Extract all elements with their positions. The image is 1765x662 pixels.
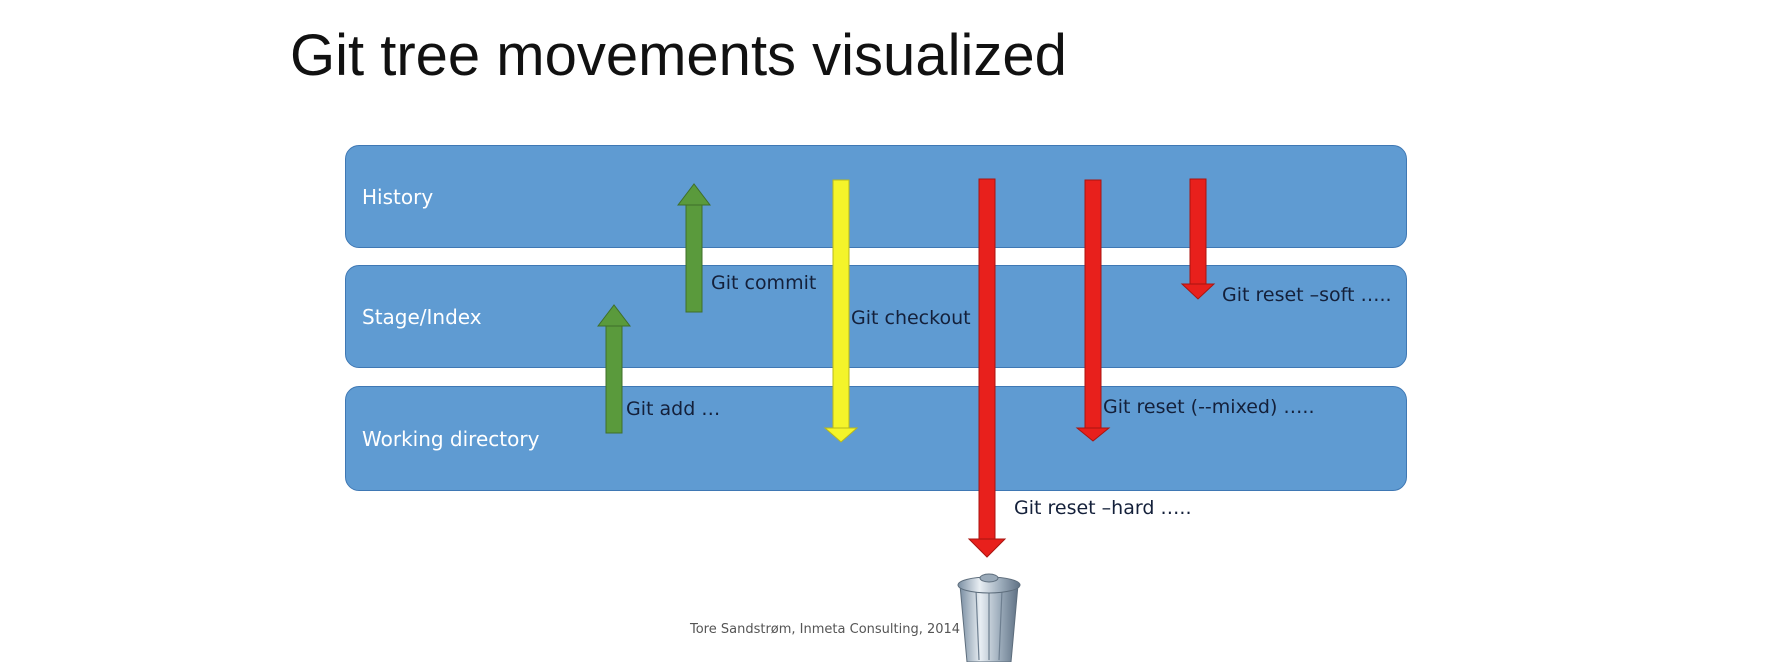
stage-index-label: Stage/Index [362, 304, 482, 329]
git-checkout-arrow [823, 179, 859, 443]
history-band: History [345, 145, 1407, 248]
stage-index-band: Stage/Index [345, 265, 1407, 368]
git-reset-hard-arrow [967, 178, 1007, 558]
trash-can-icon [957, 573, 1021, 662]
credit-line: Tore Sandstrøm, Inmeta Consulting, 2014 [690, 622, 961, 637]
git-add-label: Git add … [626, 398, 721, 420]
git-reset-soft-label: Git reset –soft ….. [1222, 284, 1392, 306]
git-reset-soft-arrow [1180, 178, 1216, 300]
git-reset-mixed-label: Git reset (--mixed) ….. [1103, 396, 1315, 418]
page-title: Git tree movements visualized [290, 23, 1067, 88]
working-directory-band: Working directory [345, 386, 1407, 491]
git-add-arrow [596, 304, 632, 434]
working-directory-label: Working directory [362, 426, 540, 451]
git-commit-label: Git commit [711, 272, 817, 294]
git-checkout-label: Git checkout [851, 307, 971, 329]
history-label: History [362, 184, 434, 209]
git-reset-hard-label: Git reset –hard ….. [1014, 497, 1192, 519]
git-commit-arrow [676, 183, 712, 313]
git-reset-mixed-arrow [1075, 179, 1111, 442]
